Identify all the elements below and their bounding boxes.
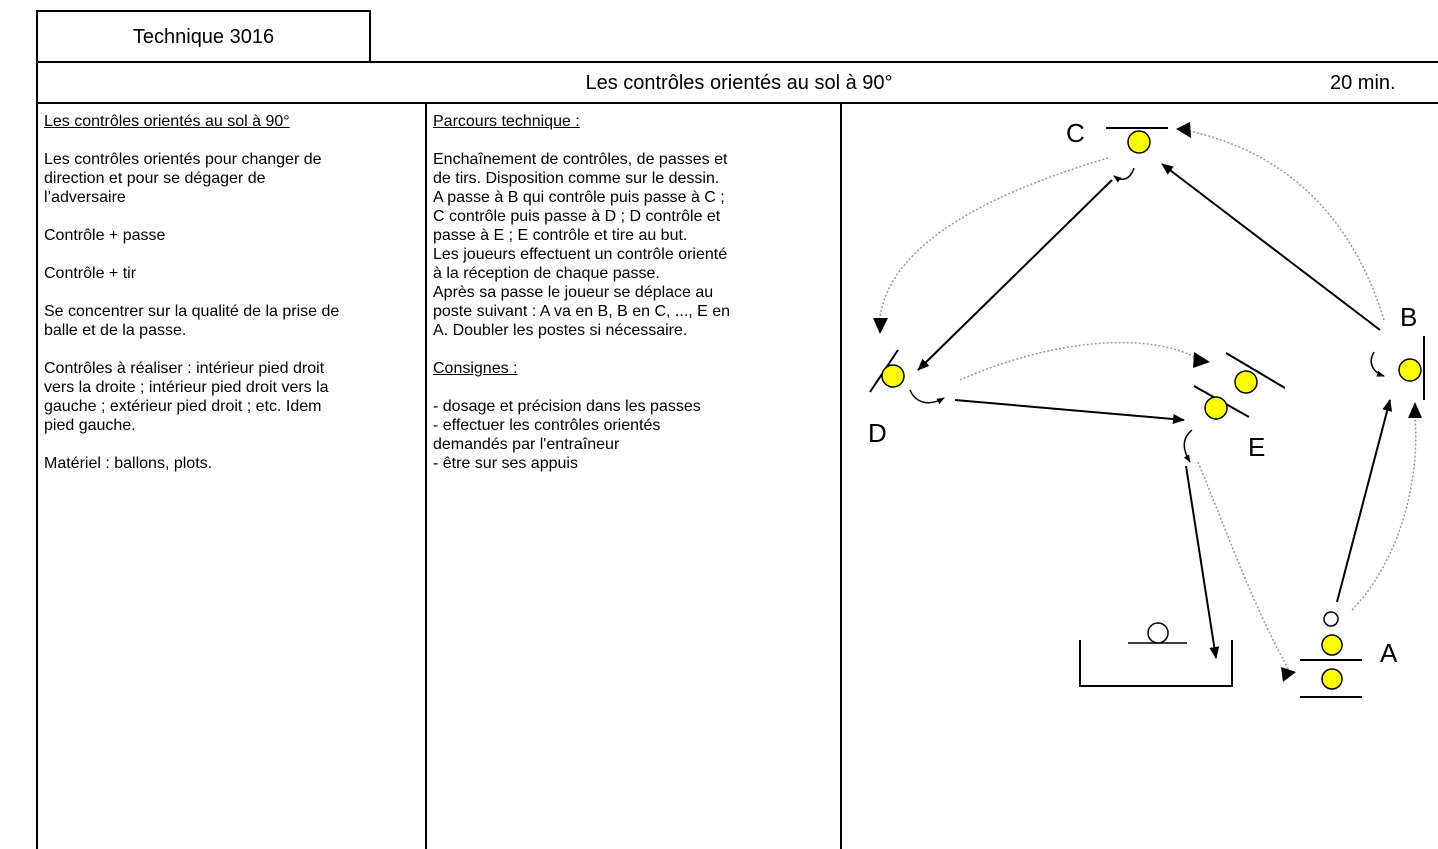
consignes-heading: Consignes : bbox=[433, 360, 518, 377]
label-c: C bbox=[1066, 118, 1085, 148]
procedure-line: Les joueurs effectuent un contrôle orien… bbox=[433, 246, 728, 263]
arrowhead bbox=[873, 318, 888, 334]
title-row: Les contrôles orientés au sol à 90° 20 m… bbox=[36, 61, 1438, 104]
objectives-column: Les contrôles orientés au sol à 90° Les … bbox=[44, 112, 419, 473]
objective-line: pied gauche. bbox=[44, 417, 136, 434]
objective-line: gauche ; extérieur pied droit ; etc. Ide… bbox=[44, 398, 322, 415]
procedure-line: de tirs. Disposition comme sur le dessin… bbox=[433, 170, 720, 187]
pass-b-to-c bbox=[1161, 163, 1381, 331]
exercise-duration: 20 min. bbox=[1330, 72, 1396, 94]
objective-line: vers la droite ; intérieur pied droit ve… bbox=[44, 379, 329, 396]
objective-line: balle et de la passe. bbox=[44, 322, 187, 339]
shot-e-to-goal bbox=[1185, 465, 1220, 659]
objective-line: Les contrôles orientés pour changer de bbox=[44, 151, 322, 168]
pass-c-to-d bbox=[917, 179, 1113, 371]
arrowhead bbox=[1281, 667, 1296, 682]
objective-item: Contrôle + tir bbox=[44, 265, 137, 282]
passes bbox=[917, 163, 1393, 659]
consigne-item: - effectuer les contrôles orientés bbox=[433, 417, 661, 434]
column-divider-1 bbox=[425, 104, 427, 849]
pass-a-to-b bbox=[1336, 399, 1393, 603]
objective-line: l’adversaire bbox=[44, 189, 126, 206]
arrowhead bbox=[1176, 122, 1191, 138]
run-arrowheads bbox=[873, 122, 1422, 682]
player-c bbox=[1106, 127, 1168, 154]
player-d bbox=[869, 349, 905, 393]
procedure-line: poste suivant : A va en B, B en C, ..., … bbox=[433, 303, 731, 320]
arrowhead bbox=[1408, 402, 1422, 418]
procedure-line: à la réception de chaque passe. bbox=[433, 265, 660, 282]
label-d: D bbox=[868, 418, 887, 448]
objective-line: Contrôles à réaliser : intérieur pied dr… bbox=[44, 360, 325, 377]
orientation-controls bbox=[909, 167, 1385, 463]
procedure-line: A passe à B qui contrôle puis passe à C … bbox=[433, 189, 725, 206]
left-border bbox=[36, 104, 38, 849]
consigne-item: demandés par l'entraîneur bbox=[433, 436, 620, 453]
player-e bbox=[1193, 352, 1286, 420]
consigne-item: - dosage et précision dans les passes bbox=[433, 398, 701, 415]
exercise-title: Les contrôles orientés au sol à 90° bbox=[585, 72, 893, 94]
objective-line: direction et pour se dégager de bbox=[44, 170, 266, 187]
objectives-heading: Les contrôles orientés au sol à 90° bbox=[44, 113, 290, 130]
material-line: Matériel : ballons, plots. bbox=[44, 455, 213, 472]
procedure-column: Parcours technique : Enchaînement de con… bbox=[433, 112, 835, 473]
control-c bbox=[1113, 167, 1135, 183]
player-a bbox=[1300, 611, 1362, 698]
player-b bbox=[1398, 336, 1425, 400]
run-c-to-d bbox=[879, 157, 1109, 319]
procedure-line: Enchaînement de contrôles, de passes et bbox=[433, 151, 728, 168]
column-divider-2 bbox=[840, 104, 842, 849]
technique-reference: Technique 3016 bbox=[132, 26, 275, 48]
run-b-to-c bbox=[1184, 129, 1385, 321]
label-a: A bbox=[1380, 638, 1398, 668]
drill-diagram: C B D E A bbox=[868, 118, 1425, 698]
control-e bbox=[1183, 429, 1193, 463]
technique-reference-box: Technique 3016 bbox=[36, 10, 371, 63]
procedure-line: Après sa passe le joueur se déplace au bbox=[433, 284, 714, 301]
run-d-to-e bbox=[959, 341, 1201, 381]
goal bbox=[1079, 622, 1233, 687]
consigne-item: - être sur ses appuis bbox=[433, 455, 578, 472]
player-runs bbox=[879, 129, 1417, 673]
objective-item: Contrôle + passe bbox=[44, 227, 166, 244]
run-e-to-a bbox=[1197, 461, 1291, 673]
arrowhead bbox=[1193, 352, 1210, 368]
objective-line: Se concentrer sur la qualité de la prise… bbox=[44, 303, 340, 320]
procedure-line: C contrôle puis passe à D ; D contrôle e… bbox=[433, 208, 721, 225]
control-b bbox=[1370, 351, 1385, 377]
label-e: E bbox=[1248, 432, 1265, 462]
control-d bbox=[909, 389, 945, 405]
procedure-heading: Parcours technique : bbox=[433, 113, 580, 130]
procedure-line: A. Doubler les postes si nécessaire. bbox=[433, 322, 688, 339]
procedure-line: passe à E ; E contrôle et tire au but. bbox=[433, 227, 688, 244]
run-a-to-b bbox=[1351, 417, 1417, 611]
pass-d-to-e bbox=[954, 399, 1185, 425]
label-b: B bbox=[1400, 302, 1417, 332]
